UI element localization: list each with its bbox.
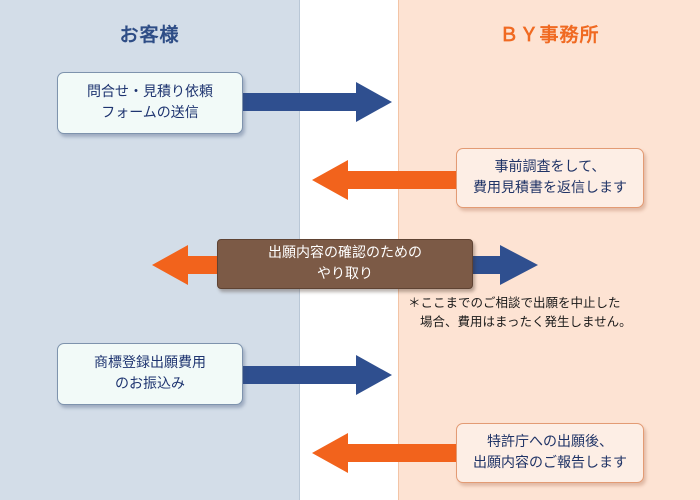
- customer-column-title: お客様: [119, 24, 180, 46]
- arrow-payment-to-office: [240, 355, 392, 395]
- arrow-exchange-right: [470, 245, 538, 285]
- step-report-line-2: 出願内容のご報告します: [473, 455, 627, 471]
- step-exchange-line-2: やり取り: [317, 266, 373, 282]
- arrow-inquiry-to-office: [240, 82, 392, 122]
- step-inquiry-line-1: 問合せ・見積り依頼: [87, 84, 213, 100]
- note-line-1: ＊ここまでのご相談で出願を中止した: [408, 295, 621, 310]
- step-estimate-box: 事前調査をして、 費用見積書を返信します: [456, 148, 644, 208]
- step-inquiry-box: 問合せ・見積り依頼 フォームの送信: [57, 72, 243, 134]
- arrow-report-to-customer: [312, 433, 460, 473]
- step-payment-line-2: のお振込み: [115, 376, 185, 392]
- arrow-exchange-left: [152, 245, 222, 285]
- cancellation-note: ＊ここまでのご相談で出願を中止した 場合、費用はまったく発生しません。: [408, 293, 688, 331]
- step-exchange-line-1: 出願内容の確認のための: [268, 245, 422, 261]
- step-payment-box: 商標登録出願費用 のお振込み: [57, 343, 243, 405]
- arrow-estimate-to-customer: [312, 160, 460, 200]
- step-report-line-1: 特許庁への出願後、: [487, 434, 613, 450]
- step-payment-line-1: 商標登録出願費用: [94, 355, 206, 371]
- step-report-box: 特許庁への出願後、 出願内容のご報告します: [456, 423, 644, 483]
- step-estimate-line-2: 費用見積書を返信します: [473, 180, 627, 196]
- step-exchange-box: 出願内容の確認のための やり取り: [217, 239, 473, 289]
- step-inquiry-line-2: フォームの送信: [101, 105, 199, 121]
- step-estimate-line-1: 事前調査をして、: [494, 159, 606, 175]
- note-line-2: 場合、費用はまったく発生しません。: [420, 314, 632, 329]
- office-column-title: ＢＹ事務所: [499, 24, 600, 46]
